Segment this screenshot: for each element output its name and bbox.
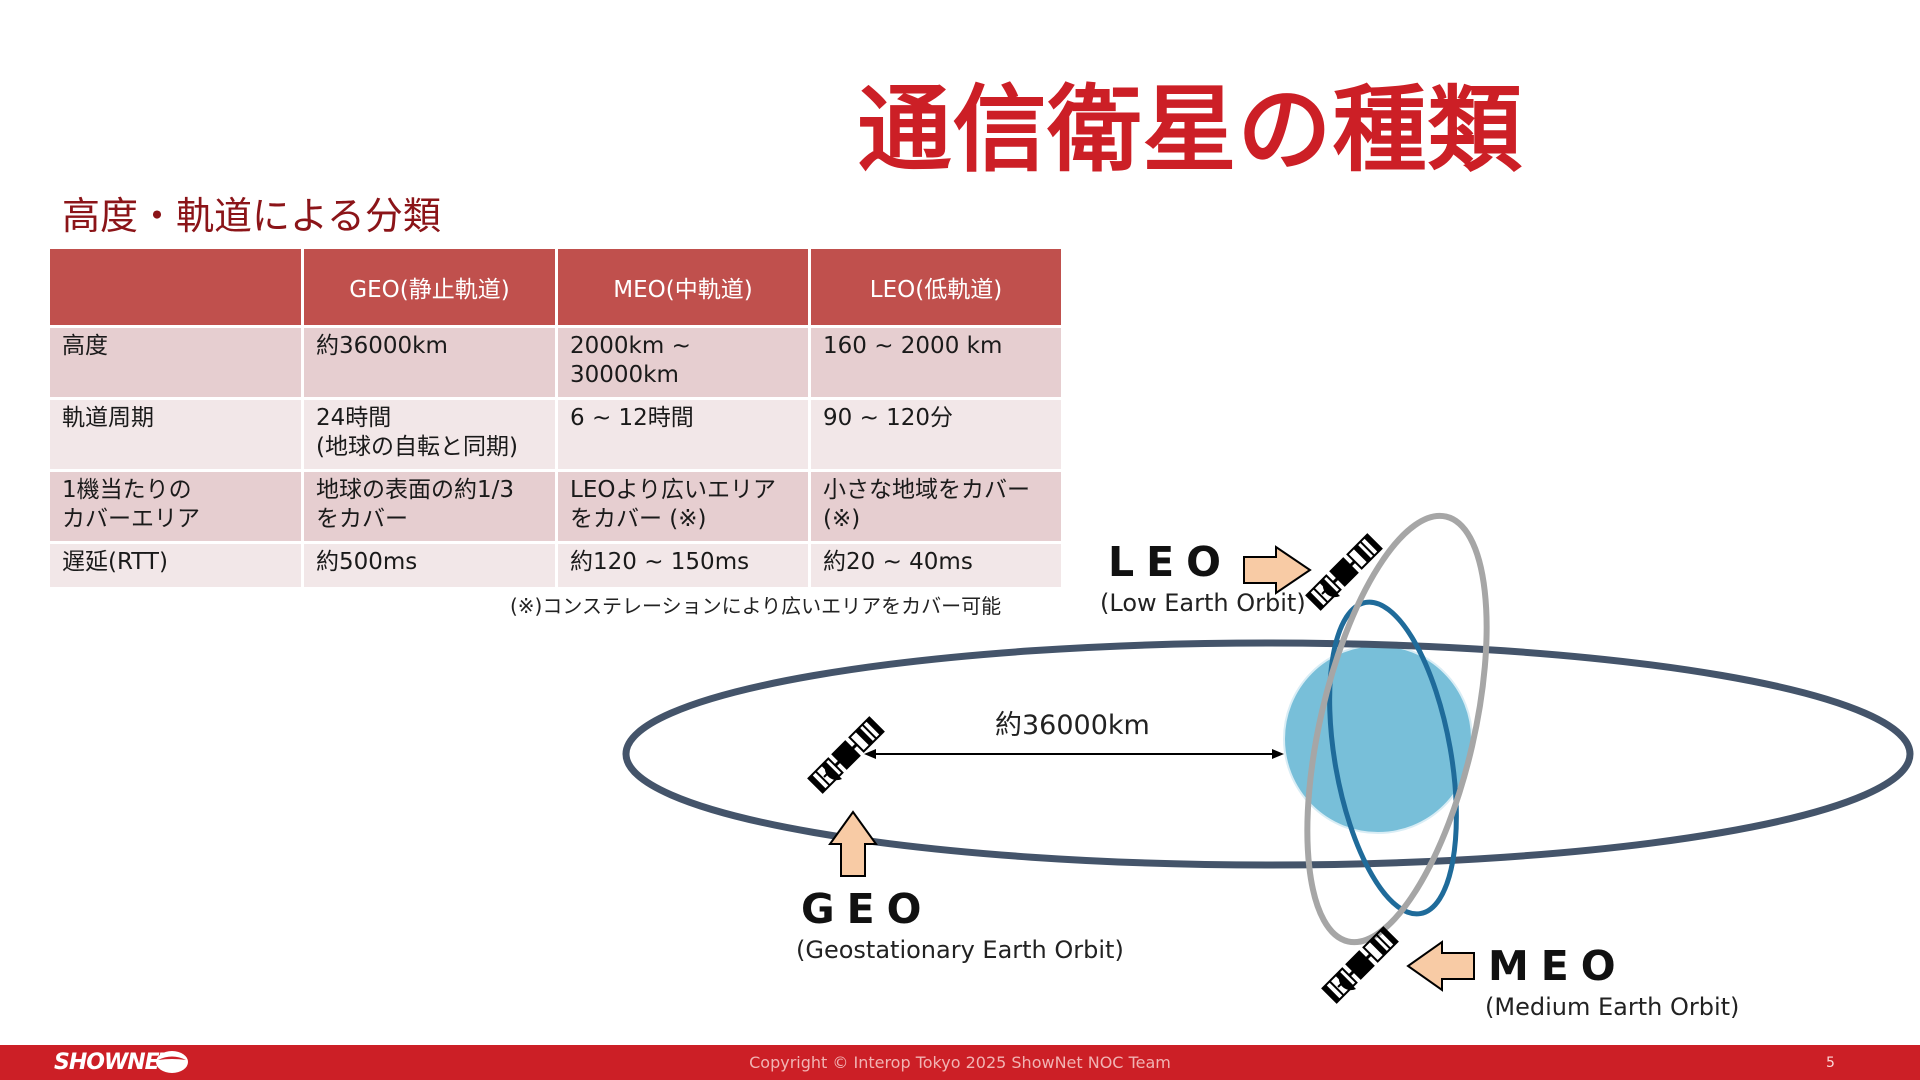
table-row-altitude: 高度 約36000km 2000km ~ 30000km 160 ~ 2000 …	[47, 325, 1064, 400]
copyright-text: Copyright © Interop Tokyo 2025 ShowNet N…	[749, 1053, 1171, 1072]
leo-satellite-icon	[1304, 532, 1384, 612]
table-row-latency: 遅延(RTT) 約500ms 約120 ~ 150ms 約20 ~ 40ms	[47, 541, 1064, 590]
page-number: 5	[1826, 1055, 1835, 1071]
table-cell: 160 ~ 2000 km	[808, 325, 1064, 400]
table-cell: 高度	[47, 325, 304, 400]
leo-orbit	[1327, 599, 1459, 917]
table-cell: 90 ~ 120分	[808, 397, 1064, 472]
table-header-row: GEO(静止軌道) MEO(中軌道) LEO(低軌道)	[47, 246, 1064, 328]
leo-full-name: (Low Earth Orbit)	[1100, 589, 1306, 617]
table-cell: 約500ms	[301, 541, 558, 590]
table-cell: 約36000km	[301, 325, 558, 400]
meo-label: MEO	[1488, 942, 1628, 990]
table-header-corner	[47, 246, 304, 328]
table-cell: 24時間 (地球の自転と同期)	[301, 397, 558, 472]
distance-label: 約36000km	[995, 710, 1150, 741]
table-header-meo: MEO(中軌道)	[555, 246, 811, 328]
table-header-geo: GEO(静止軌道)	[301, 246, 558, 328]
table-cell: 軌道周期	[47, 397, 304, 472]
table-cell: 遅延(RTT)	[47, 541, 304, 590]
table-cell: 2000km ~ 30000km	[555, 325, 811, 400]
table-cell: 6 ~ 12時間	[555, 397, 811, 472]
meo-arrow-icon	[1406, 940, 1475, 992]
leo-label: LEO	[1108, 538, 1233, 586]
meo-satellite-icon	[1320, 925, 1400, 1005]
meo-full-name: (Medium Earth Orbit)	[1485, 993, 1740, 1021]
table-row-coverage: 1機当たりの カバーエリア 地球の表面の約1/3 をカバー LEOより広いエリア…	[47, 469, 1064, 544]
geo-full-name: (Geostationary Earth Orbit)	[796, 936, 1124, 964]
shownet-logo: SHOWNET	[54, 1050, 174, 1075]
table-cell: LEOより広いエリア をカバー (※)	[555, 469, 811, 544]
geo-orbit	[622, 639, 1914, 869]
orbit-comparison-table: GEO(静止軌道) MEO(中軌道) LEO(低軌道) 高度 約36000km …	[47, 246, 1064, 590]
table-header-leo: LEO(低軌道)	[808, 246, 1064, 328]
geo-satellite-icon	[806, 715, 886, 795]
geo-arrow-icon	[828, 810, 878, 877]
table-cell: 地球の表面の約1/3 をカバー	[301, 469, 558, 544]
leo-arrow-icon	[1243, 545, 1312, 595]
table-cell: 約20 ~ 40ms	[808, 541, 1064, 590]
slide-title: 通信衛星の種類	[857, 76, 1523, 185]
shownet-logo-mark-icon	[156, 1051, 188, 1073]
table-cell: 1機当たりの カバーエリア	[47, 469, 304, 544]
meo-orbit	[1304, 512, 1490, 946]
geo-label: GEO	[801, 885, 934, 933]
table-row-period: 軌道周期 24時間 (地球の自転と同期) 6 ~ 12時間 90 ~ 120分	[47, 397, 1064, 472]
footer-bar: SHOWNET Copyright © Interop Tokyo 2025 S…	[0, 1045, 1920, 1080]
section-subtitle: 高度・軌道による分類	[62, 194, 441, 238]
earth-circle	[1283, 644, 1473, 834]
table-cell: 約120 ~ 150ms	[555, 541, 811, 590]
distance-arrow	[864, 749, 1284, 759]
table-cell: 小さな地域をカバー (※)	[808, 469, 1064, 544]
table-footnote: (※)コンステレーションにより広いエリアをカバー可能	[510, 594, 1002, 618]
